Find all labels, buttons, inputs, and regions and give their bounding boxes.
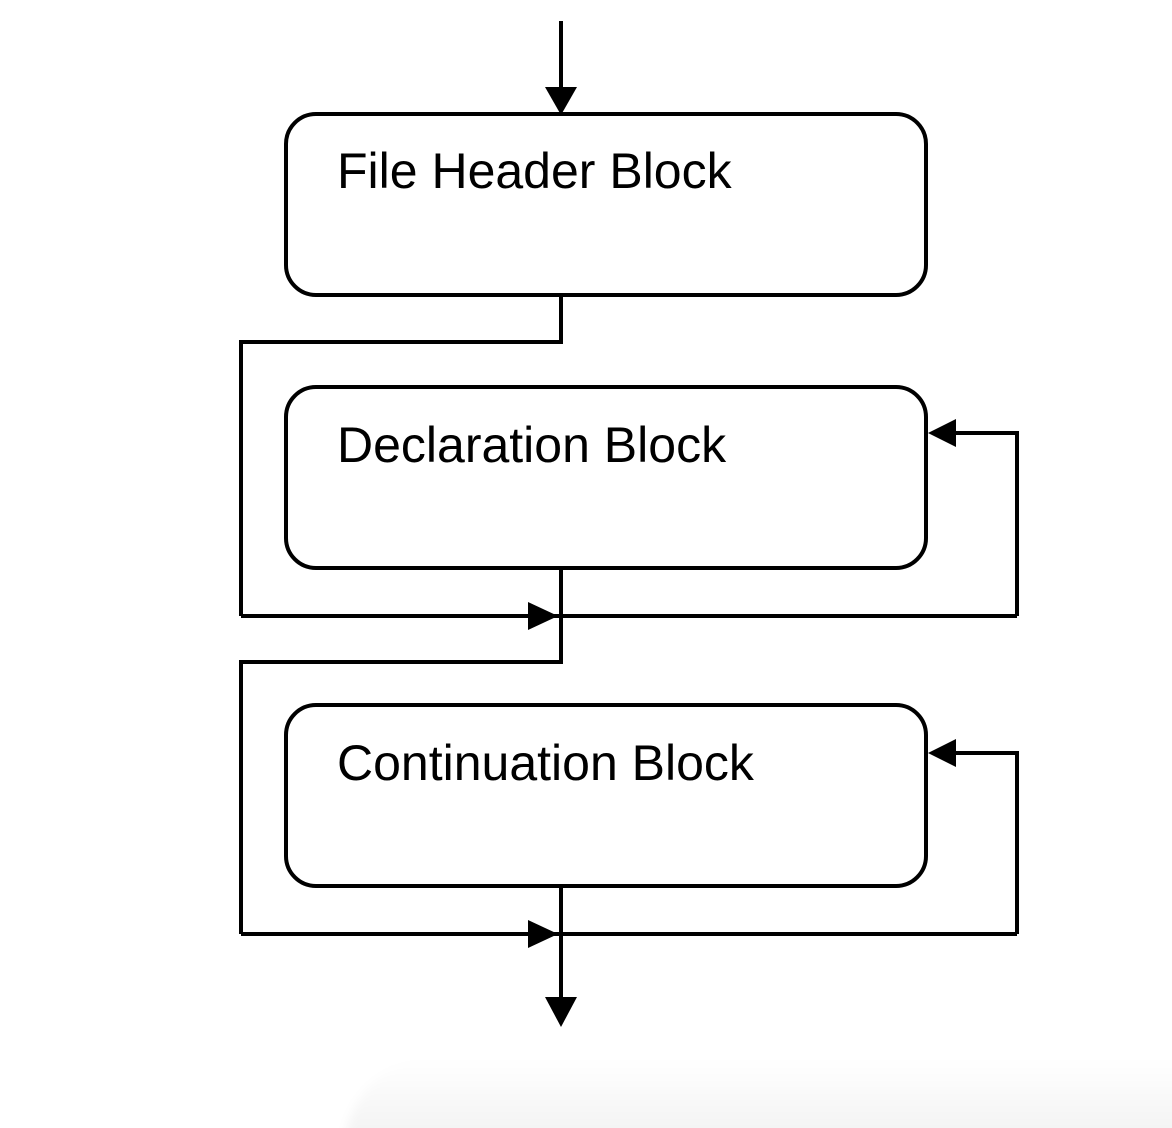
file-header-block-label: File Header Block [337, 143, 733, 199]
declaration-block-label: Declaration Block [337, 417, 727, 473]
merge-1-arrow-head-icon [528, 602, 558, 630]
declaration-loop-arrow-head-icon [928, 419, 956, 447]
file-header-exit-bypass-line [239, 295, 563, 616]
bottom-shade-surface [345, 1058, 1172, 1128]
continuation-loop-arrow-head-icon [928, 739, 956, 767]
declaration-block-node [284, 385, 928, 570]
exit-arrow-head-icon [545, 997, 577, 1027]
declaration-exit-bypass-line [239, 568, 563, 934]
declaration-repeat-loop-line [954, 431, 1019, 616]
continuation-block-node [284, 703, 928, 888]
merge-2-arrow-head-icon [528, 920, 558, 948]
continuation-block-label: Continuation Block [337, 735, 755, 791]
file-header-block-node [284, 112, 928, 297]
entry-arrow-head-icon [545, 87, 577, 115]
continuation-repeat-loop-line [954, 751, 1019, 934]
